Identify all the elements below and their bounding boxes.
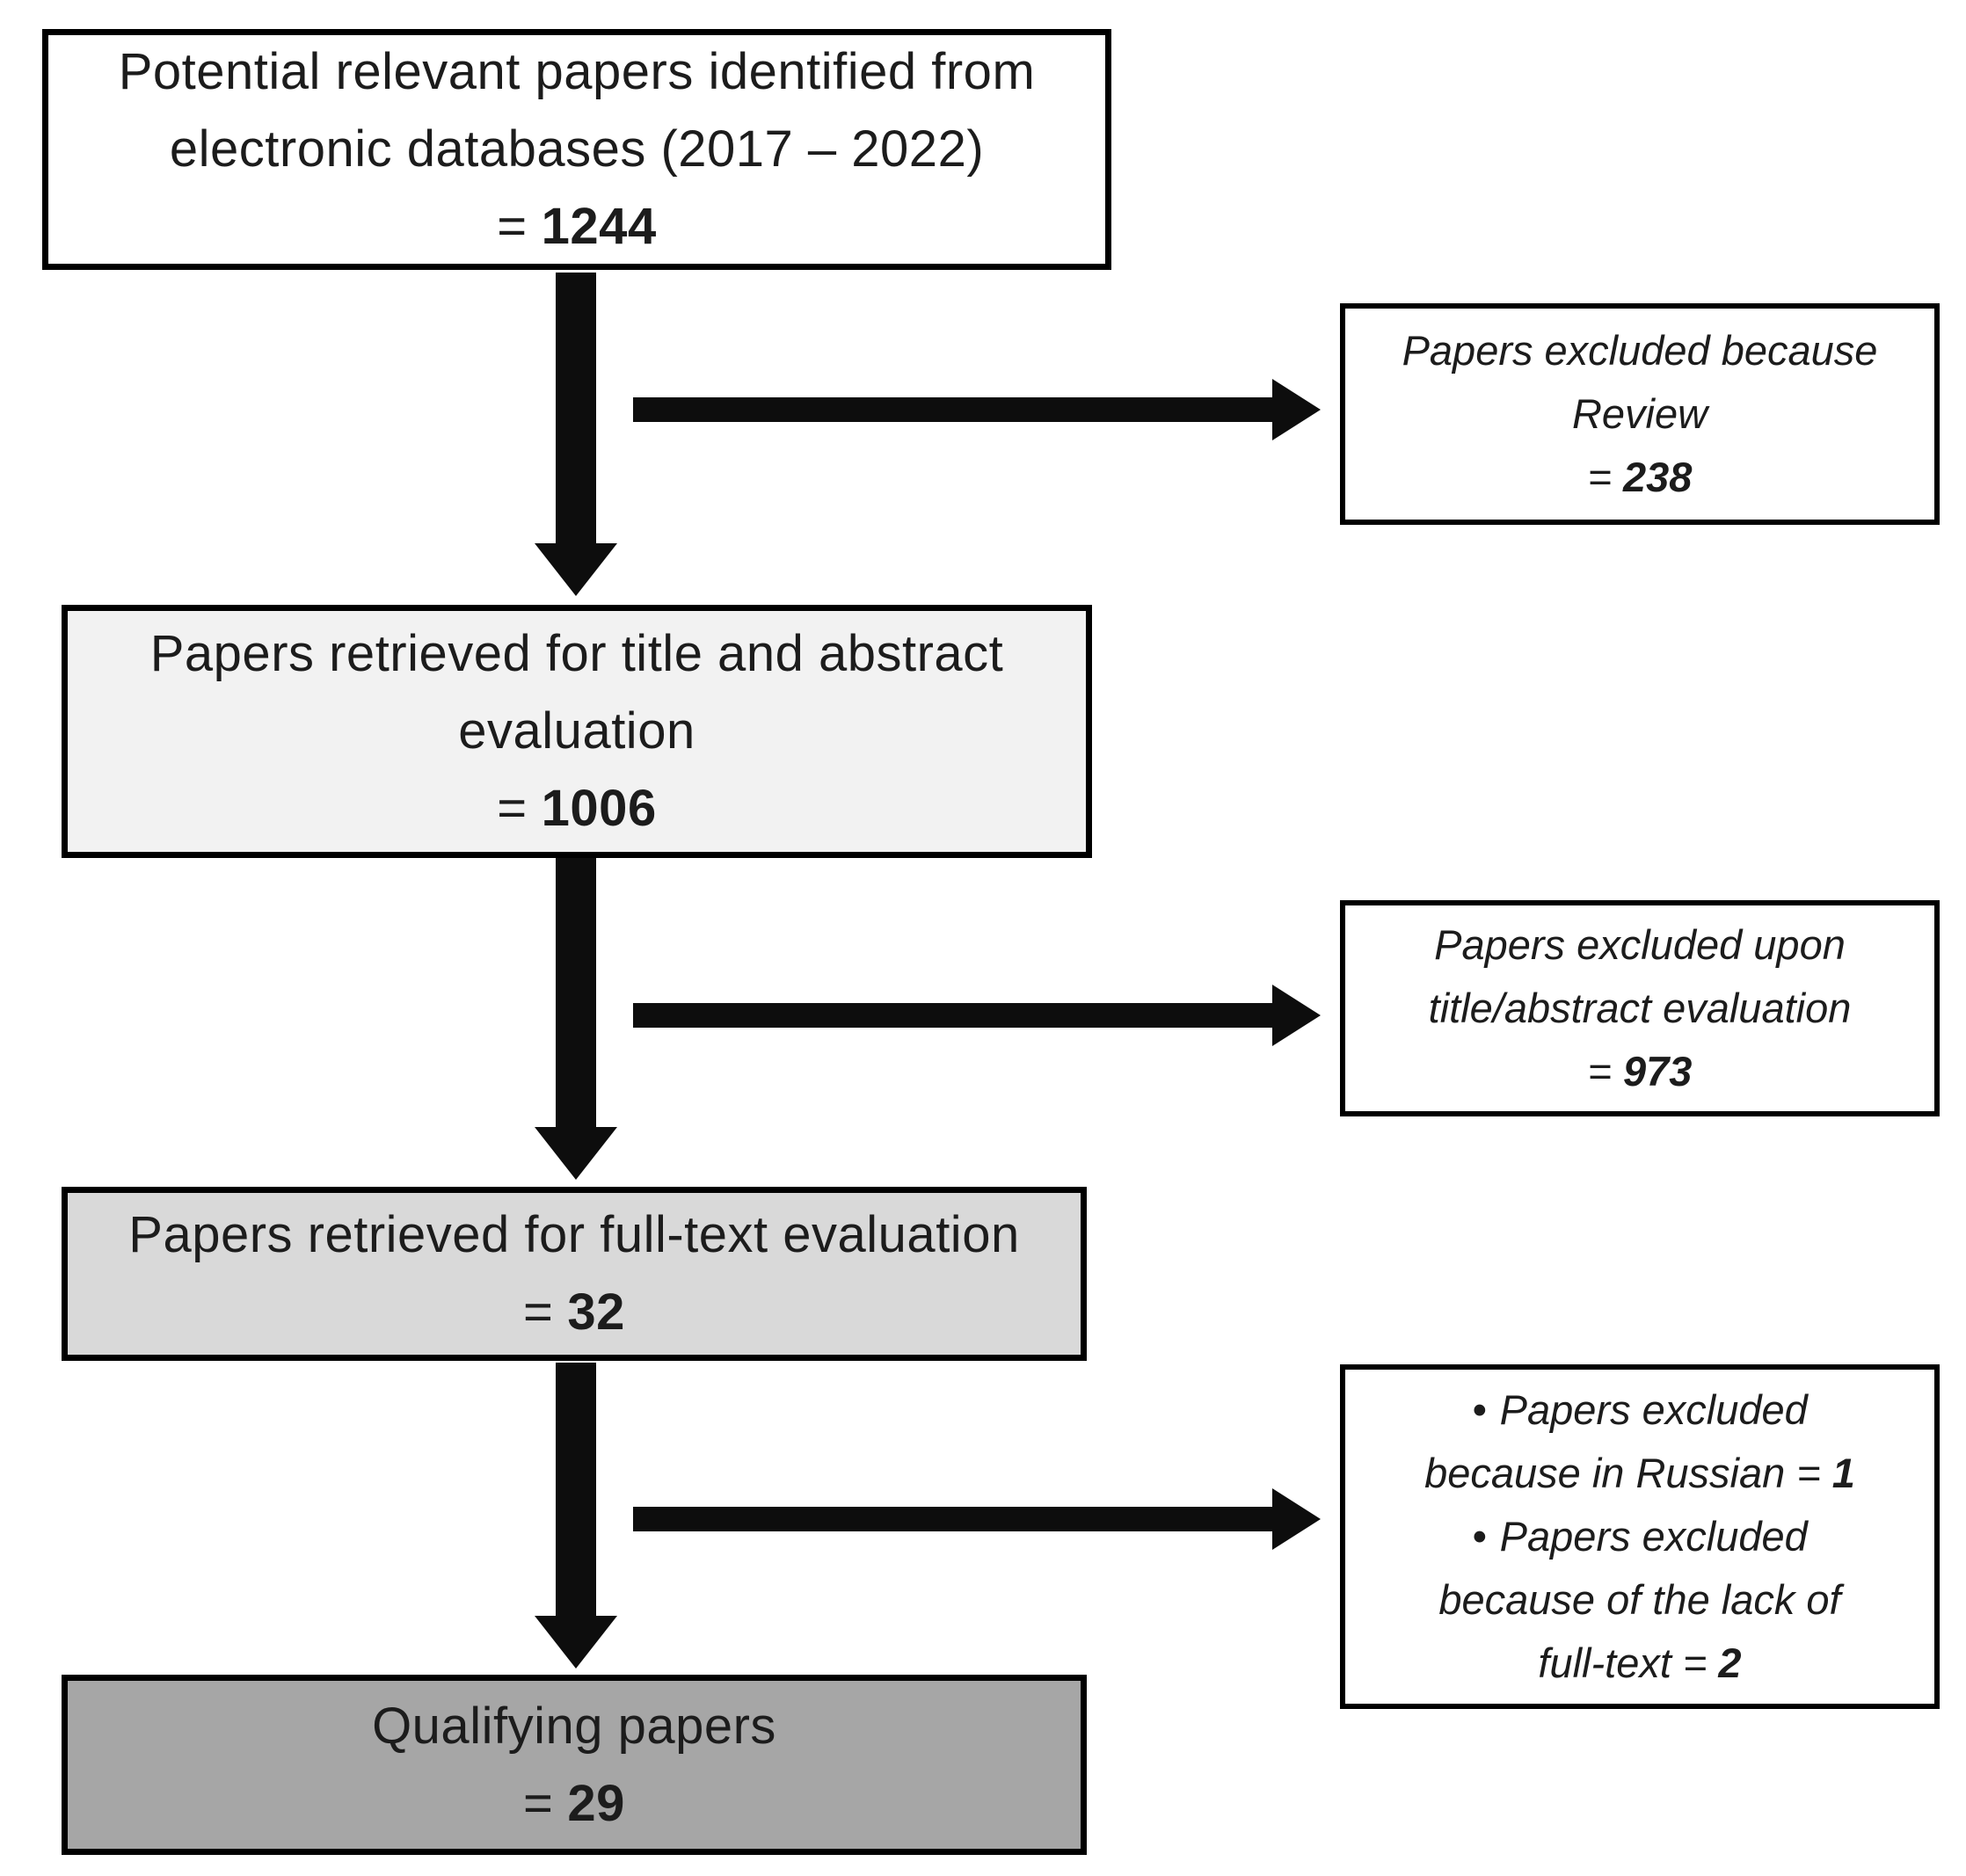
flow-box-title-abstract-line1: Papers retrieved for title and abstract (149, 625, 1004, 682)
exclusion-lack-text2: because of the lack of (1438, 1576, 1841, 1623)
flow-box-full-text-count: = 32 (523, 1274, 625, 1351)
exclusion-review-line2: Review (1571, 390, 1708, 437)
exclusion-review-line1: Papers excluded because (1402, 327, 1878, 374)
flow-box-qualifying-line1: Qualifying papers (372, 1697, 776, 1755)
bullet-icon: • (1472, 1386, 1487, 1433)
flow-box-full-text: Papers retrieved for full-text evaluatio… (62, 1187, 1087, 1361)
arrow-right-3 (633, 1488, 1321, 1550)
exclusion-russian-text: Papers excluded (1499, 1386, 1808, 1433)
arrow-right-1 (633, 379, 1321, 440)
count-value: 1 (1831, 1450, 1855, 1496)
exclusion-lack-line3: full-text = 2 (1538, 1632, 1741, 1695)
exclusion-russian-line2: because in Russian = 1 (1424, 1442, 1855, 1505)
bullet-icon: • (1472, 1513, 1487, 1560)
exclusion-box-title-abstract: Papers excluded upon title/abstract eval… (1340, 900, 1940, 1116)
exclusion-lack-text3: full-text = (1538, 1640, 1708, 1686)
equals-sign: = (497, 198, 528, 255)
exclusion-box-full-text: • Papers excluded because in Russian = 1… (1340, 1364, 1940, 1709)
exclusion-lack-line2: because of the lack of (1438, 1568, 1840, 1632)
exclusion-title-abstract-count: = 973 (1588, 1040, 1693, 1103)
exclusion-lack-line1: • Papers excluded (1472, 1505, 1808, 1568)
flow-box-title-abstract-line2: evaluation (458, 702, 695, 760)
equals-sign: = (497, 780, 528, 837)
arrow-down-2 (535, 858, 617, 1180)
flow-box-identified-line2: electronic databases (2017 – 2022) (169, 120, 985, 178)
arrow-down-1 (535, 273, 617, 596)
flow-box-identified-line1: Potential relevant papers identified fro… (118, 43, 1036, 100)
equals-sign: = (523, 1774, 554, 1832)
flow-box-identified: Potential relevant papers identified fro… (42, 29, 1111, 270)
arrow-right-2 (633, 985, 1321, 1046)
flow-box-identified-count: = 1244 (497, 188, 656, 265)
exclusion-box-review: Papers excluded because Review = 238 (1340, 303, 1940, 525)
flow-box-title-abstract: Papers retrieved for title and abstract … (62, 605, 1092, 858)
flow-box-full-text-line1: Papers retrieved for full-text evaluatio… (128, 1206, 1020, 1263)
exclusion-title-abstract-line1: Papers excluded upon (1434, 921, 1846, 968)
arrow-down-3 (535, 1363, 617, 1669)
flow-box-qualifying-count: = 29 (523, 1765, 625, 1843)
count-value: 238 (1623, 454, 1693, 500)
exclusion-russian-line1: • Papers excluded (1472, 1378, 1808, 1442)
exclusion-title-abstract-line2: title/abstract evaluation (1428, 985, 1852, 1031)
count-value: 973 (1623, 1048, 1693, 1094)
flow-box-qualifying: Qualifying papers = 29 (62, 1675, 1087, 1855)
equals-sign: = (1587, 1048, 1613, 1094)
count-value: 1244 (541, 198, 657, 255)
exclusion-russian-text2: because in Russian = (1424, 1450, 1821, 1496)
count-value: 32 (567, 1283, 625, 1341)
equals-sign: = (1587, 454, 1613, 500)
flow-box-title-abstract-count: = 1006 (497, 770, 656, 847)
equals-sign: = (523, 1283, 554, 1341)
exclusion-review-count: = 238 (1588, 446, 1693, 509)
count-value: 1006 (541, 780, 657, 837)
exclusion-lack-text: Papers excluded (1499, 1513, 1808, 1560)
count-value: 2 (1718, 1640, 1742, 1686)
count-value: 29 (567, 1774, 625, 1832)
